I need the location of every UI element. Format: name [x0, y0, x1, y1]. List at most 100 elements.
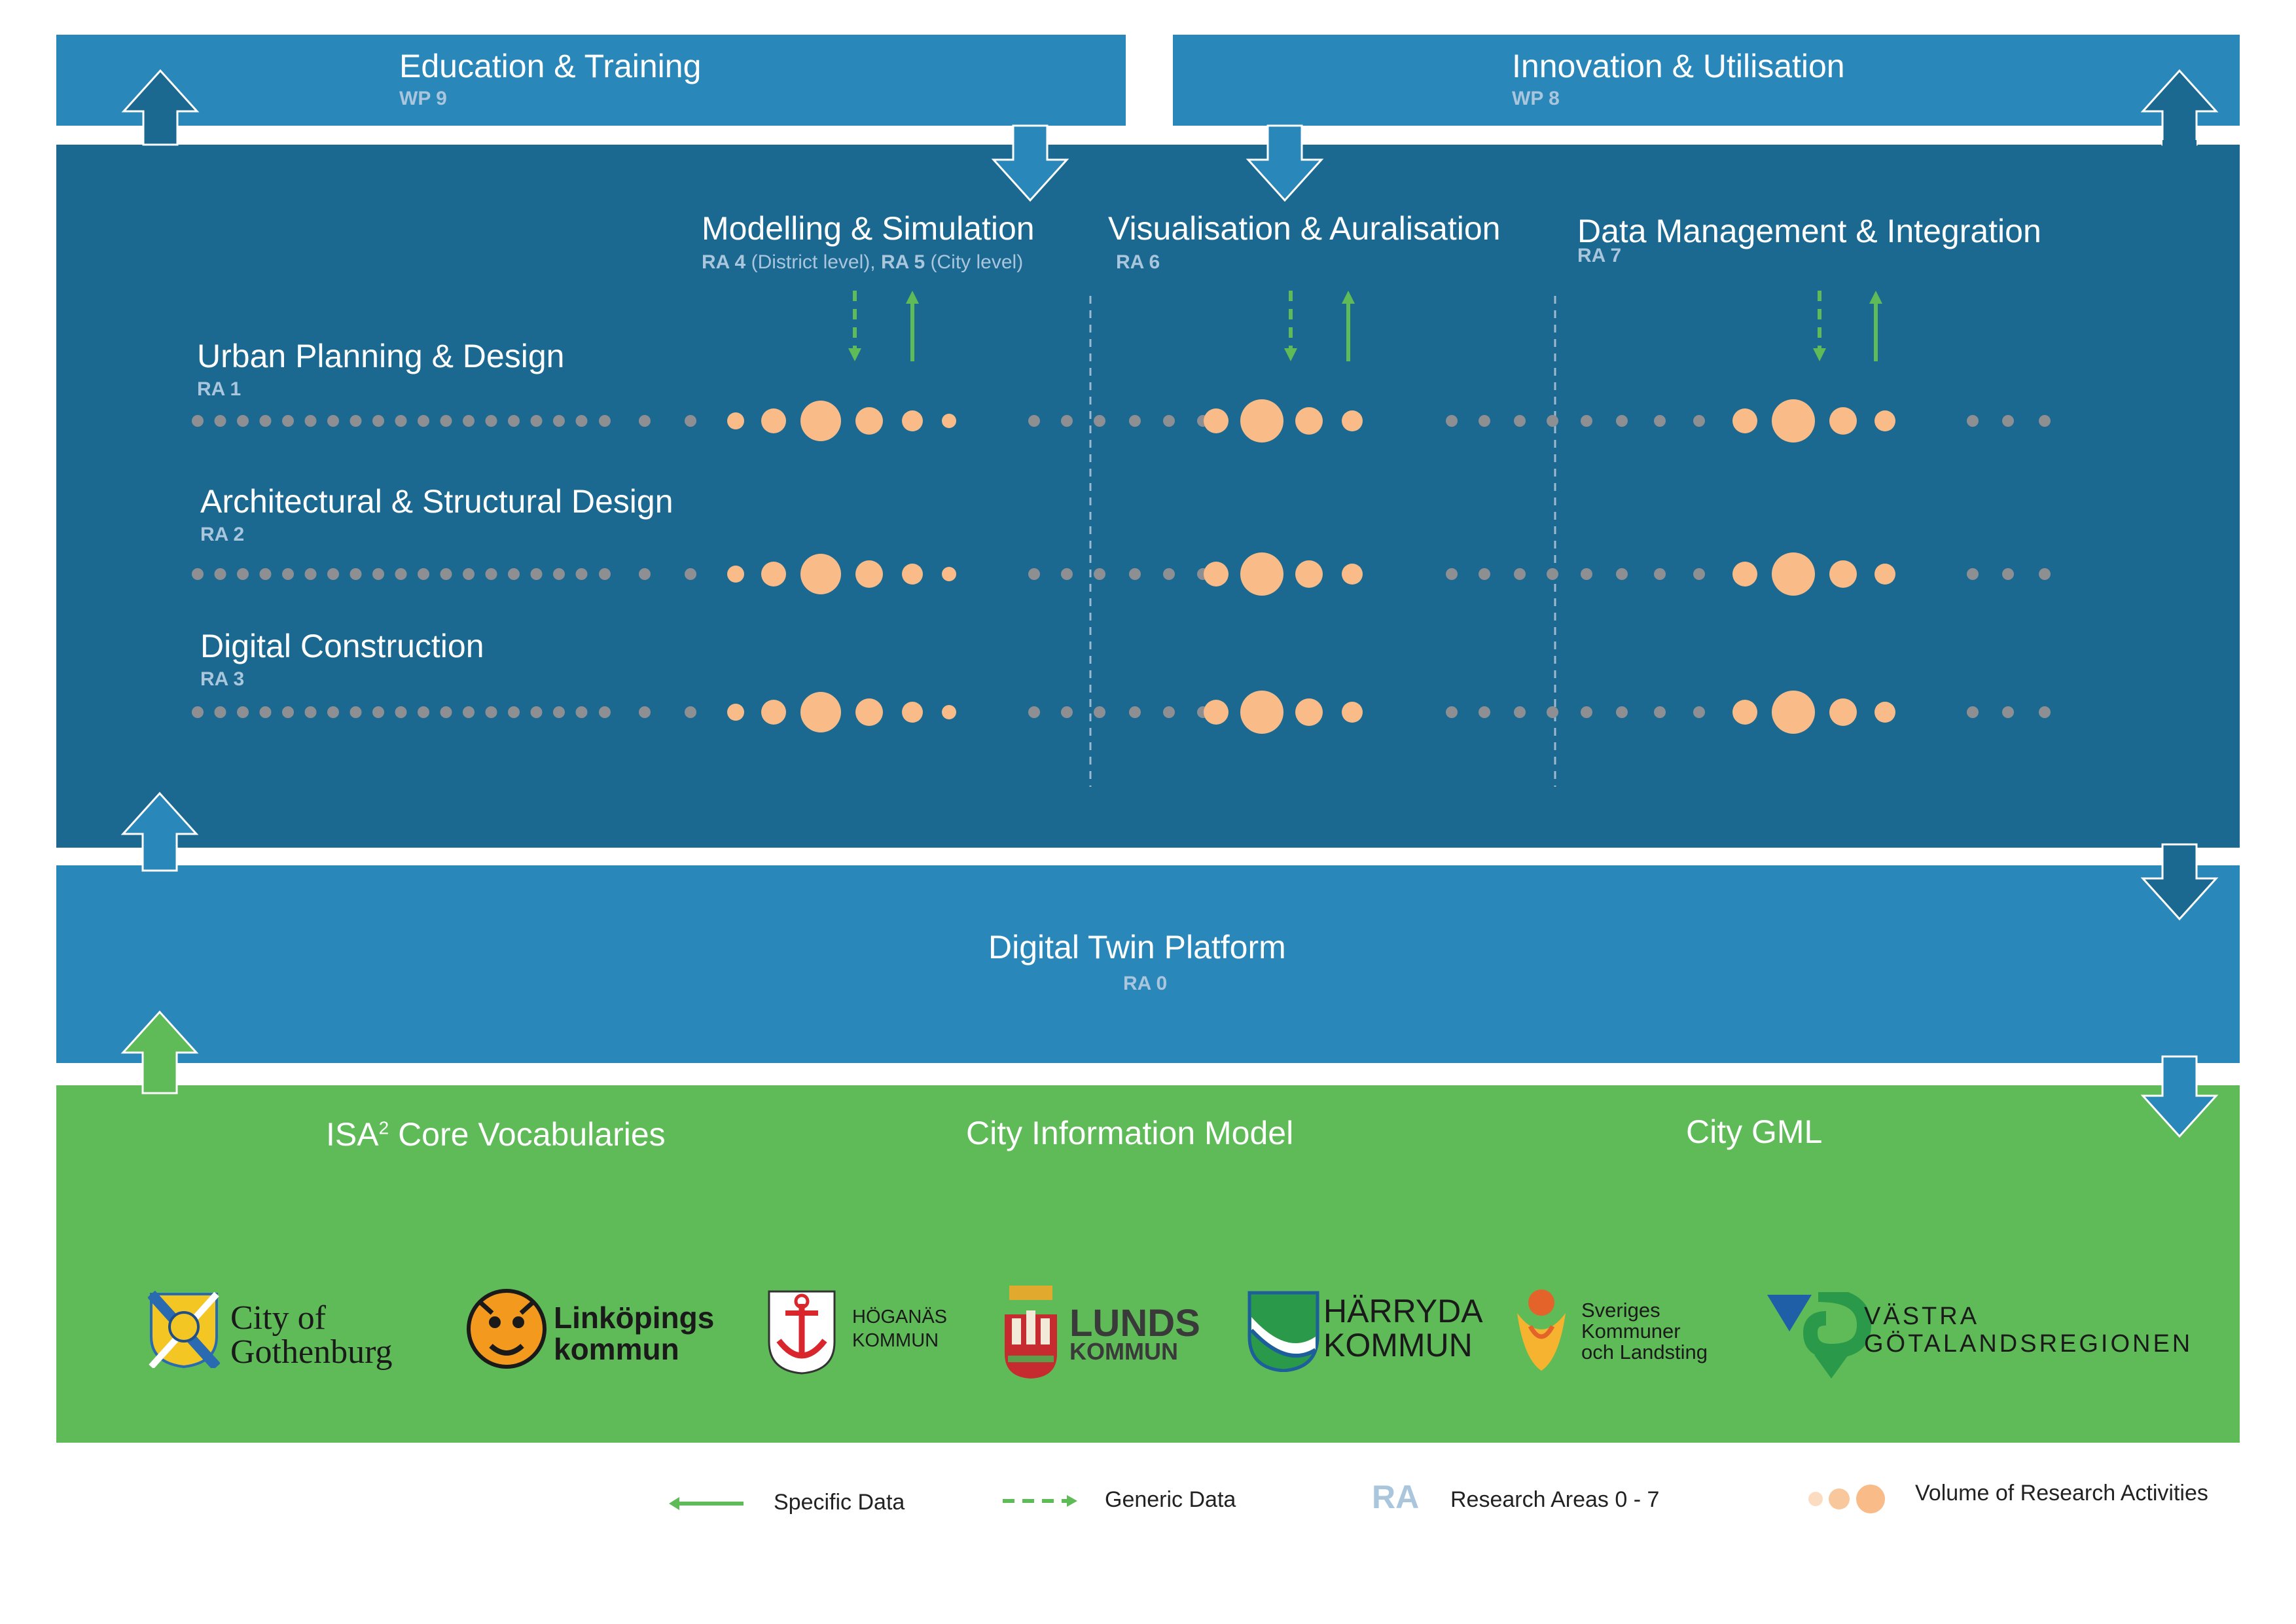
- skl-line3: och Landsting: [1581, 1341, 1708, 1363]
- dot-research-volume: [1874, 410, 1895, 431]
- generic-data-arrowhead: [848, 348, 861, 361]
- skl-figure-icon: [1517, 1290, 1566, 1371]
- education-training-band: [56, 35, 1126, 126]
- dot-grey: [395, 568, 407, 580]
- dot-grey: [599, 706, 611, 718]
- row-title-urban-planning: Urban Planning & Design: [197, 338, 565, 374]
- dot-grey: [508, 415, 520, 427]
- dot-grey: [259, 415, 272, 427]
- dot-grey: [350, 568, 362, 580]
- dot-grey: [1094, 568, 1105, 580]
- dot-grey: [1547, 706, 1558, 718]
- dot-grey: [575, 415, 588, 427]
- dot-grey: [327, 415, 339, 427]
- dot-grey: [485, 706, 497, 718]
- dot-grey: [418, 415, 429, 427]
- gothenburg-line1: City of: [230, 1299, 326, 1337]
- dot-grey: [685, 568, 696, 580]
- hoganas-anchor-icon: [768, 1290, 836, 1375]
- isa-label-rest: Core Vocabularies: [389, 1116, 666, 1153]
- dot-research-volume: [1732, 408, 1757, 433]
- dot-research-volume: [1829, 698, 1857, 726]
- dot-grey: [1514, 568, 1526, 580]
- dot-grey: [639, 415, 651, 427]
- dot-research-volume: [1295, 698, 1323, 726]
- dot-grey: [1616, 415, 1628, 427]
- dot-grey: [1061, 568, 1073, 580]
- harryda-shield-icon: [1247, 1291, 1319, 1372]
- dot-research-volume: [1295, 407, 1323, 435]
- legend-ra-symbol: RA: [1372, 1479, 1420, 1515]
- research-areas-panel: [56, 145, 2240, 848]
- dot-grey: [1967, 706, 1979, 718]
- row-code-urban-planning: RA 1: [197, 378, 242, 400]
- row-title-digital-construction: Digital Construction: [200, 628, 484, 664]
- dot-grey: [214, 568, 226, 580]
- legend-research-areas: Research Areas 0 - 7: [1450, 1487, 1660, 1512]
- dot-grey: [1129, 415, 1141, 427]
- dot-research-volume: [727, 566, 744, 583]
- dot-research-volume: [1829, 407, 1857, 435]
- dot-grey: [575, 568, 588, 580]
- column-code-visualisation: RA 6: [1116, 251, 1160, 273]
- dot-grey: [485, 568, 497, 580]
- right-vertical-link: [2162, 140, 2197, 854]
- dot-grey: [1163, 706, 1175, 718]
- dot-grey: [508, 706, 520, 718]
- linkoping-lion-icon: [467, 1289, 547, 1369]
- dot-grey: [304, 568, 317, 580]
- hoganas-line2: KOMMUN: [852, 1330, 939, 1351]
- dot-grey: [237, 568, 249, 580]
- lund-line1: LUNDS: [1069, 1302, 1200, 1344]
- row-code-digital-construction: RA 3: [200, 668, 245, 690]
- dot-grey: [1616, 568, 1628, 580]
- dot-grey: [1094, 706, 1105, 718]
- dot-grey: [463, 706, 475, 718]
- dot-research-volume: [1772, 691, 1815, 734]
- ra5-code: RA 5: [880, 251, 925, 273]
- dot-grey: [1514, 706, 1526, 718]
- gothenburg-line2: Gothenburg: [230, 1333, 393, 1371]
- specific-data-arrowhead: [1869, 291, 1882, 304]
- dot-research-volume: [1204, 408, 1229, 433]
- dot-grey: [1061, 706, 1073, 718]
- dot-grey: [214, 415, 226, 427]
- dot-research-volume: [727, 412, 744, 429]
- dot-grey: [237, 706, 249, 718]
- down-arrow-to-platform-icon: [2140, 843, 2219, 921]
- hoganas-line1: HÖGANÄS: [852, 1307, 948, 1327]
- standard-isa-core-vocabularies: ISA2 Core Vocabularies: [326, 1115, 666, 1153]
- standard-city-information-model: City Information Model: [966, 1115, 1294, 1151]
- skl-line1: Sveriges: [1581, 1299, 1660, 1322]
- dot-grey: [1446, 568, 1458, 580]
- linkoping-line2: kommun: [554, 1332, 679, 1366]
- dot-grey: [350, 706, 362, 718]
- specific-data-arrowhead: [906, 291, 919, 304]
- dot-grey: [304, 415, 317, 427]
- innovation-utilisation-band: [1173, 35, 2240, 126]
- dot-grey: [214, 706, 226, 718]
- dot-grey: [350, 415, 362, 427]
- column-title-modelling: Modelling & Simulation: [702, 210, 1035, 247]
- dot-research-volume: [1204, 700, 1229, 725]
- lund-line2: KOMMUN: [1069, 1338, 1178, 1365]
- dot-grey: [418, 706, 429, 718]
- dot-research-volume: [902, 410, 923, 431]
- dot-research-volume: [1295, 560, 1323, 588]
- dot-research-volume: [1874, 564, 1895, 585]
- dot-grey: [1967, 415, 1979, 427]
- dot-research-volume: [1342, 410, 1363, 431]
- isa-superscript: 2: [378, 1117, 389, 1138]
- dot-grey: [1129, 568, 1141, 580]
- vgr-line2: GÖTALANDSREGIONEN: [1864, 1330, 2193, 1358]
- dot-grey: [1129, 706, 1141, 718]
- dot-grey: [440, 706, 452, 718]
- dot-grey: [1654, 415, 1666, 427]
- dot-grey: [1547, 415, 1558, 427]
- harryda-line1: HÄRRYDA: [1323, 1293, 1483, 1329]
- specific-data-arrowhead: [1342, 291, 1355, 304]
- dot-grey: [1163, 568, 1175, 580]
- dot-grey: [1028, 706, 1040, 718]
- dot-grey: [1693, 568, 1705, 580]
- standards-partners-band: [56, 1085, 2240, 1443]
